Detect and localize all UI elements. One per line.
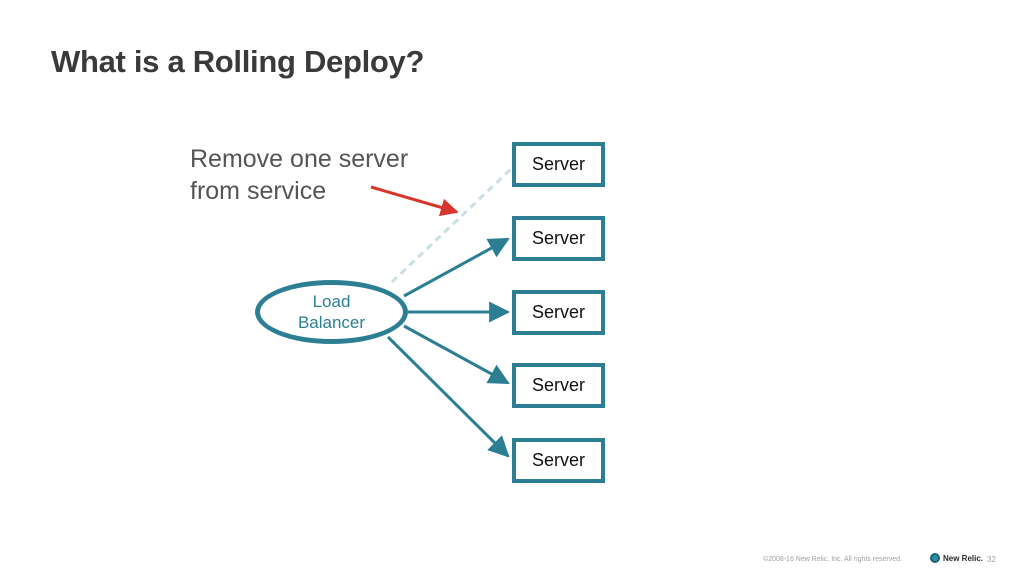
server-label: Server — [531, 228, 585, 248]
callout-arrow — [370, 185, 459, 217]
link-server-5 — [386, 335, 510, 458]
server-label: Server — [531, 375, 585, 395]
server-node: Server — [512, 363, 605, 408]
server-label: Server — [531, 450, 585, 470]
callout-text: Remove one server from service — [190, 143, 408, 207]
server-node: Server — [512, 438, 605, 483]
page-title: What is a Rolling Deploy? — [51, 44, 425, 79]
server-node: Server — [512, 142, 605, 187]
server-label: Server — [531, 154, 585, 174]
brand-name: New Relic. — [943, 553, 984, 563]
load-balancer-label-1: Load — [312, 292, 351, 311]
server-node: Server — [512, 216, 605, 261]
removed-link — [390, 166, 514, 284]
server-label: Server — [531, 302, 585, 322]
server-node: Server — [512, 290, 605, 335]
link-server-2 — [403, 237, 510, 298]
new-relic-logo-icon — [930, 553, 940, 563]
callout-line-1: Remove one server — [190, 145, 409, 173]
load-balancer-label-2: Balancer — [297, 313, 366, 332]
link-server-4 — [403, 324, 510, 385]
brand-logo: New Relic. — [930, 553, 983, 563]
callout-line-2: from service — [190, 177, 327, 205]
page-number: 32 — [987, 555, 996, 564]
copyright-text: ©2008-16 New Relic, Inc. All rights rese… — [763, 556, 902, 563]
load-balancer-node: Load Balancer — [255, 280, 408, 344]
